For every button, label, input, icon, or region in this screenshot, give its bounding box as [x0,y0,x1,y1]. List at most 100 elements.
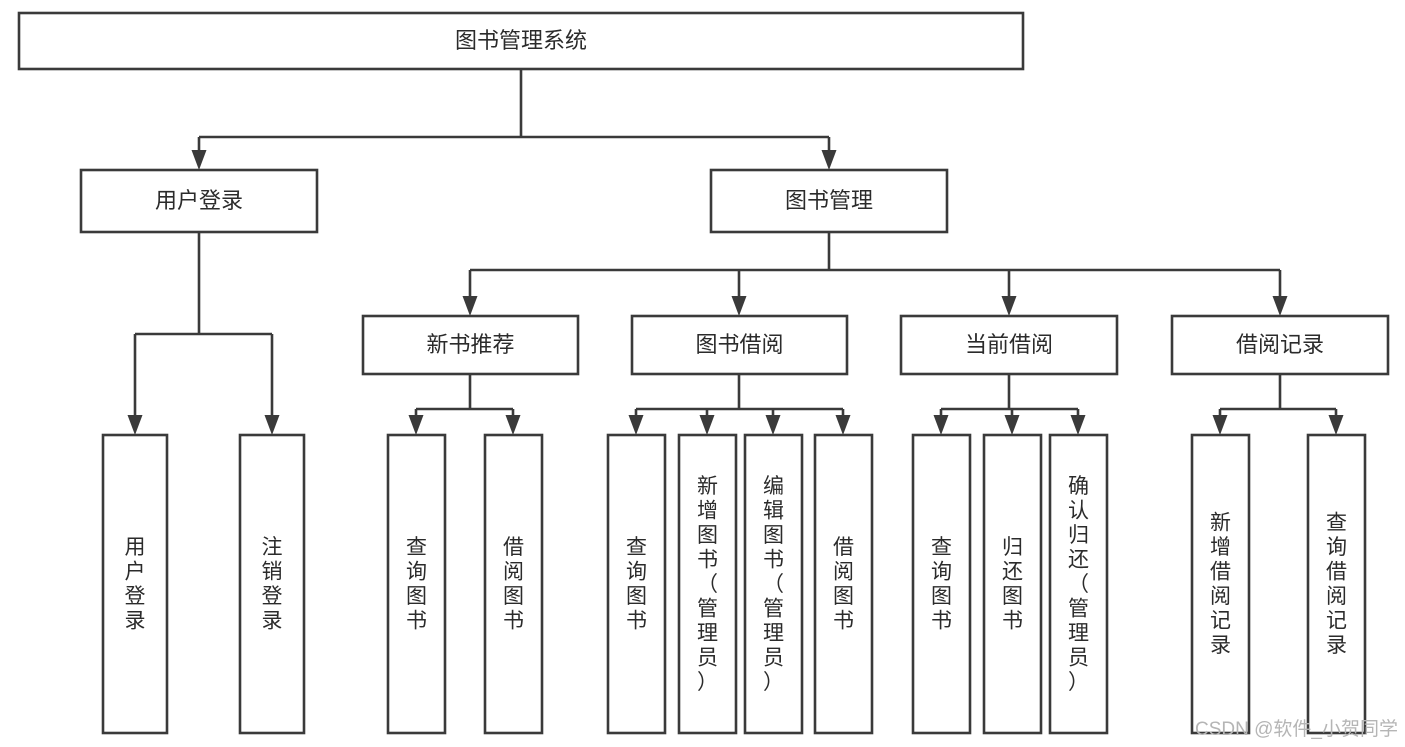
node-box[interactable] [1306,433,1367,735]
node-box[interactable] [1170,314,1390,376]
node-label: 查询图书 [406,536,427,633]
node-label-char: 归 [1068,524,1089,547]
arrow-head-icon [1272,296,1288,316]
node-box[interactable] [813,433,874,735]
node-label: 注销登录 [262,536,283,633]
node-label-char: 查 [626,536,647,559]
node-label-char: 借 [503,536,524,559]
node-leaf-query-book-1[interactable]: 查询图书 [386,433,447,735]
node-leaf-query-book-3[interactable]: 查询图书 [911,433,972,735]
node-label-char: 记 [1326,610,1347,633]
node-label-char: 理 [763,622,784,645]
connector-book-borrow-to-leaves [628,374,851,435]
arrow-head-icon [699,415,715,435]
node-box[interactable] [1190,433,1251,735]
node-book-management[interactable]: 图书管理 [709,168,949,234]
node-label: 图书借阅 [695,332,783,357]
node-label-char: 户 [125,561,146,584]
node-box[interactable] [483,433,544,735]
node-label-char: 书 [763,548,784,571]
arrow-head-icon [1328,415,1344,435]
node-box[interactable] [709,168,949,234]
node-label-char: 图 [626,585,647,608]
node-label-char: 确 [1068,475,1089,498]
connector-root-to-level2 [191,69,837,170]
node-box[interactable] [79,168,319,234]
node-box[interactable] [606,433,667,735]
node-leaf-borrow-book-1[interactable]: 借阅图书 [483,433,544,735]
node-box[interactable] [630,314,849,376]
node-label-char: 新 [1210,512,1231,535]
arrow-head-icon [408,415,424,435]
node-label: 当前借阅 [965,332,1053,357]
node-label-char: 还 [1002,561,1023,584]
node-label-char: 辑 [763,499,784,522]
node-borrow-record[interactable]: 借阅记录 [1170,314,1390,376]
node-current-borrow[interactable]: 当前借阅 [899,314,1119,376]
node-root[interactable]: 图书管理系统 [17,11,1025,71]
node-label: 用户登录 [125,536,146,633]
node-leaf-user-login[interactable]: 用户登录 [101,433,169,735]
node-leaf-add-record[interactable]: 新增借阅记录 [1190,433,1251,735]
node-label-char: 管 [1068,597,1089,620]
node-label-char: 注 [262,536,283,559]
arrow-head-icon [821,150,837,170]
node-label-char: 认 [1068,499,1089,522]
node-label-char: 员 [697,646,718,669]
node-label-char: 编 [763,475,784,498]
arrow-head-icon [127,415,143,435]
node-book-borrow[interactable]: 图书借阅 [630,314,849,376]
node-user-login[interactable]: 用户登录 [79,168,319,234]
node-leaf-logout[interactable]: 注销登录 [238,433,306,735]
node-leaf-return-book[interactable]: 归还图书 [982,433,1043,735]
node-label-char: 书 [833,610,854,633]
node-box[interactable] [386,433,447,735]
arrow-head-icon [1070,415,1086,435]
node-label-char: 员 [1068,646,1089,669]
connector-current-borrow-to-leaves [933,374,1086,435]
node-label: 图书管理 [785,188,873,213]
node-label-char: 图 [697,524,718,547]
node-leaf-query-book-2[interactable]: 查询图书 [606,433,667,735]
node-label-char: 登 [125,585,146,608]
node-label-char: 阅 [1210,585,1231,608]
node-new-book-recommend[interactable]: 新书推荐 [361,314,580,376]
node-box[interactable] [238,433,306,735]
node-label-char: 借 [1210,561,1231,584]
node-label-char: 查 [931,536,952,559]
node-label: 查询图书 [626,536,647,633]
node-leaf-add-book[interactable]: 新增图书（管理员） [677,433,738,735]
node-leaf-borrow-book-2[interactable]: 借阅图书 [813,433,874,735]
node-label: 用户登录 [155,188,243,213]
node-box[interactable] [743,433,804,735]
node-label-char: 归 [1002,536,1023,559]
node-box[interactable] [1048,433,1109,735]
node-label-char: ） [1068,671,1089,694]
node-box[interactable] [101,433,169,735]
node-leaf-query-record[interactable]: 查询借阅记录 [1306,433,1367,735]
node-box[interactable] [899,314,1119,376]
node-label: 新书推荐 [426,332,514,357]
node-label-char: 增 [697,499,718,522]
connector-user-login-to-leaves [127,232,280,435]
node-box[interactable] [677,433,738,735]
node-label-char: 登 [262,585,283,608]
node-box[interactable] [361,314,580,376]
node-label-char: 图 [833,585,854,608]
node-box[interactable] [17,11,1025,71]
node-label-char: 管 [763,597,784,620]
node-label-char: ） [763,671,784,694]
node-leaf-edit-book[interactable]: 编辑图书（管理员） [743,433,804,735]
node-label-char: 查 [1326,512,1347,535]
node-label: 新增图书（管理员） [697,475,718,694]
csdn-watermark: CSDN @软件_小贺同学 [1195,718,1398,740]
node-leaf-confirm-return[interactable]: 确认归还（管理员） [1048,433,1109,735]
node-box[interactable] [982,433,1043,735]
nodes-layer: 图书管理系统用户登录图书管理新书推荐图书借阅当前借阅借阅记录用户登录注销登录查询… [17,11,1390,735]
node-label-char: 书 [503,610,524,633]
node-label-char: 还 [1068,548,1089,571]
node-label-char: 录 [1210,634,1231,657]
arrow-head-icon [505,415,521,435]
node-box[interactable] [911,433,972,735]
node-label-char: 理 [1068,622,1089,645]
